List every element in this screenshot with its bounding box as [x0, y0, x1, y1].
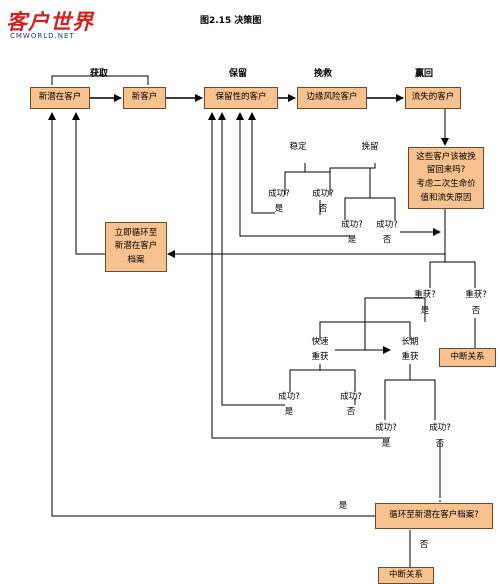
box-line: 值和流失原因: [420, 192, 472, 203]
label-yes: 是: [274, 204, 284, 214]
box-label: 边缘风险客户: [306, 92, 358, 103]
box-label: 保留性的客户: [215, 92, 267, 103]
label-no: 否: [435, 439, 445, 449]
label-yes: 是: [338, 501, 348, 511]
label-reacquire-noun: 重获: [311, 352, 329, 362]
box-recycle-question: 循环至新潜在客户档案?: [375, 503, 493, 529]
label-reacquire: 重获?: [414, 290, 436, 300]
box-line: 考虑二次生命价: [416, 179, 476, 189]
label-no: 否: [382, 235, 392, 245]
label-reacquire: 重获?: [465, 290, 487, 300]
logo-text: 客户世界: [6, 9, 94, 34]
box-line: 新潜在客户: [114, 241, 158, 252]
box-label: 新客户: [131, 92, 158, 103]
label-success: 成功?: [340, 392, 362, 402]
header-acquire: 获取: [89, 69, 109, 79]
label-retain: 挽留: [361, 142, 379, 152]
label-long: 长期: [401, 337, 419, 347]
box-line: 留回来吗?: [426, 165, 466, 176]
label-success: 成功?: [268, 189, 290, 199]
box-potential-customer: 新潜在客户: [30, 87, 90, 109]
box-edge-risk-customer: 边缘风险客户: [297, 87, 367, 109]
box-end-relation-2: 中断关系: [378, 567, 434, 584]
box-line: 立即循环至: [114, 227, 158, 238]
box-end-relation-1: 中断关系: [439, 348, 496, 367]
box-label: 流失的客户: [411, 92, 455, 103]
label-success: 成功?: [341, 220, 363, 230]
label-success: 成功?: [376, 220, 398, 230]
box-label: 中断关系: [388, 569, 423, 580]
label-yes: 是: [420, 306, 430, 316]
label-success: 成功?: [429, 423, 451, 433]
label-yes: 是: [284, 407, 294, 417]
label-no: 否: [471, 306, 481, 316]
box-retainable-customer: 保留性的客户: [204, 87, 278, 109]
header-retain: 保留: [228, 69, 248, 79]
box-winback-question: 这些客户该被挽 留回来吗? 考虑二次生命价 值和流失原因: [408, 147, 484, 209]
logo-subtext: CMWORLD.NET: [10, 32, 75, 40]
box-label: 新潜在客户: [38, 92, 82, 103]
box-label: 循环至新潜在客户档案?: [389, 510, 479, 521]
label-fast: 快速: [311, 337, 329, 347]
label-no: 否: [419, 540, 429, 550]
label-yes: 是: [347, 235, 357, 245]
label-success: 成功?: [312, 189, 334, 199]
logo: 客户世界 CMWORLD.NET: [6, 6, 126, 46]
box-label: 中断关系: [450, 351, 485, 362]
label-yes: 是: [381, 439, 391, 449]
box-recycle-now: 立即循环至 新潜在客户 档案: [105, 222, 167, 272]
label-no: 否: [318, 204, 328, 214]
box-new-customer: 新客户: [123, 87, 166, 109]
box-line: 档案: [127, 254, 145, 265]
label-success: 成功?: [278, 392, 300, 402]
label-success: 成功?: [375, 423, 397, 433]
box-line: 这些客户该被挽: [416, 151, 476, 162]
label-no: 否: [346, 407, 356, 417]
label-reacquire-noun: 重获: [401, 352, 419, 362]
box-lost-customer: 流失的客户: [405, 87, 461, 109]
label-stable: 稳定: [289, 142, 307, 152]
header-save: 挽救: [313, 69, 333, 79]
header-winback: 赢回: [414, 69, 434, 79]
figure-title: 图2.15 决策图: [200, 16, 262, 26]
